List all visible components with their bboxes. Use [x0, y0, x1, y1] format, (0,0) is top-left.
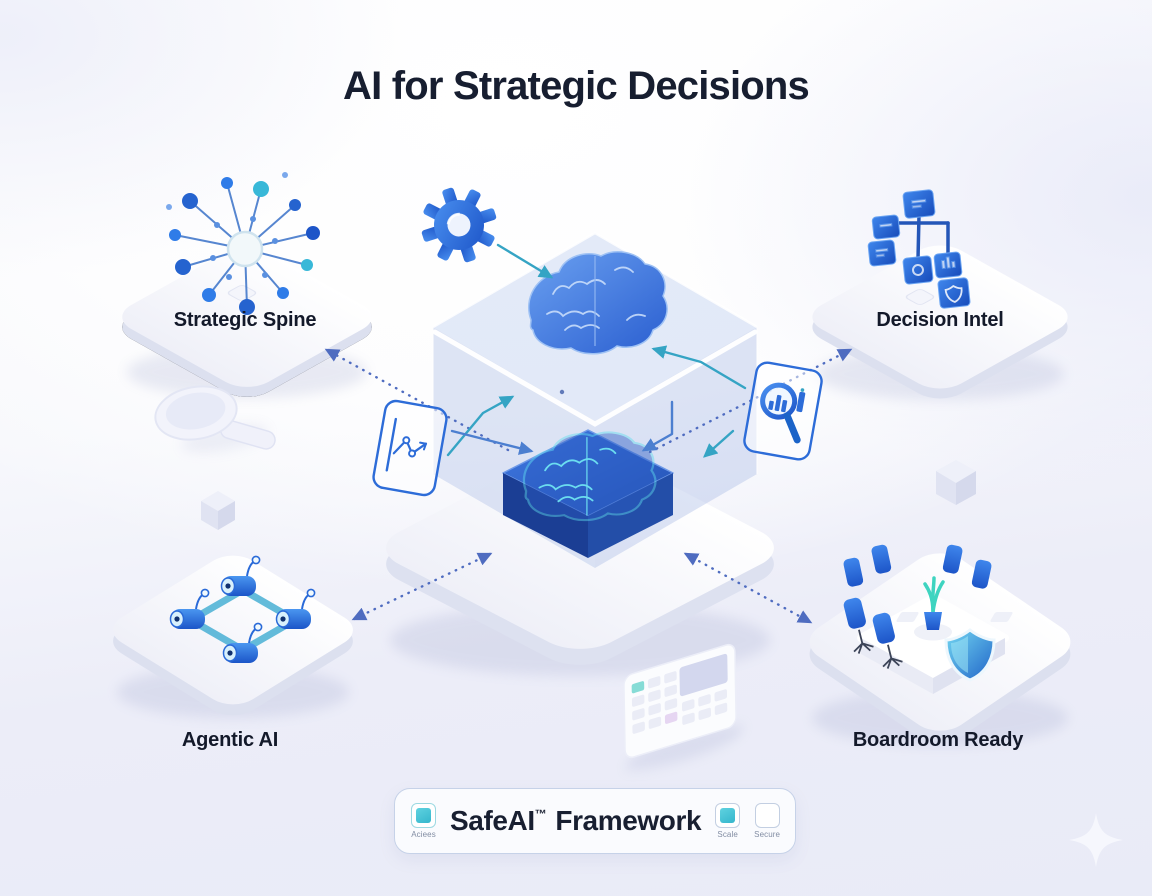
brain-lower: [522, 431, 657, 522]
org-cards: [867, 189, 971, 309]
arrow-left-up: [446, 395, 515, 457]
network-nodes: [166, 172, 320, 315]
connector-decision-intel: [648, 348, 853, 454]
robot: [222, 622, 263, 663]
calculator-3d: [623, 643, 744, 770]
magnifying-glass-3d: [154, 385, 276, 453]
flow-arrows: [446, 243, 747, 458]
robot: [275, 588, 316, 629]
connector-strategic-spine: [324, 348, 510, 452]
arrow-left-into-core: [450, 429, 534, 455]
platform-strategic-spine: [122, 247, 372, 397]
arrow-gear-to-brain: [496, 243, 554, 279]
gear-icon: [421, 187, 497, 263]
small-cube-right: [936, 460, 976, 505]
chairs-back: [843, 544, 992, 589]
chairs-front: [843, 597, 903, 669]
robot: [220, 555, 261, 596]
small-cube-left: [201, 491, 235, 530]
arrow-right-into-core: [641, 400, 674, 452]
dotted-connectors: [324, 348, 853, 624]
robot: [169, 588, 210, 629]
connector-agentic-ai: [351, 552, 493, 621]
platform-chip: [905, 289, 935, 305]
shield-icon: [944, 628, 996, 682]
network-graph-icon: [166, 172, 320, 315]
connector-boardroom-ready: [683, 552, 813, 624]
brain-upper: [527, 251, 668, 355]
platform-decision-intel: [812, 245, 1068, 399]
robot-agents-icon: [169, 555, 316, 663]
plant: [923, 576, 945, 630]
arrow-right-to-upper-brain: [651, 345, 747, 390]
line-chart-card-icon: [372, 399, 448, 497]
magnifier-bar-chart-card-icon: [743, 361, 823, 461]
org-chart-icon: [867, 189, 971, 309]
sparkle: [1069, 813, 1123, 867]
platform-chip: [227, 285, 257, 301]
boardroom-table-icon: [843, 544, 1013, 694]
arrow-right-down: [703, 429, 735, 458]
